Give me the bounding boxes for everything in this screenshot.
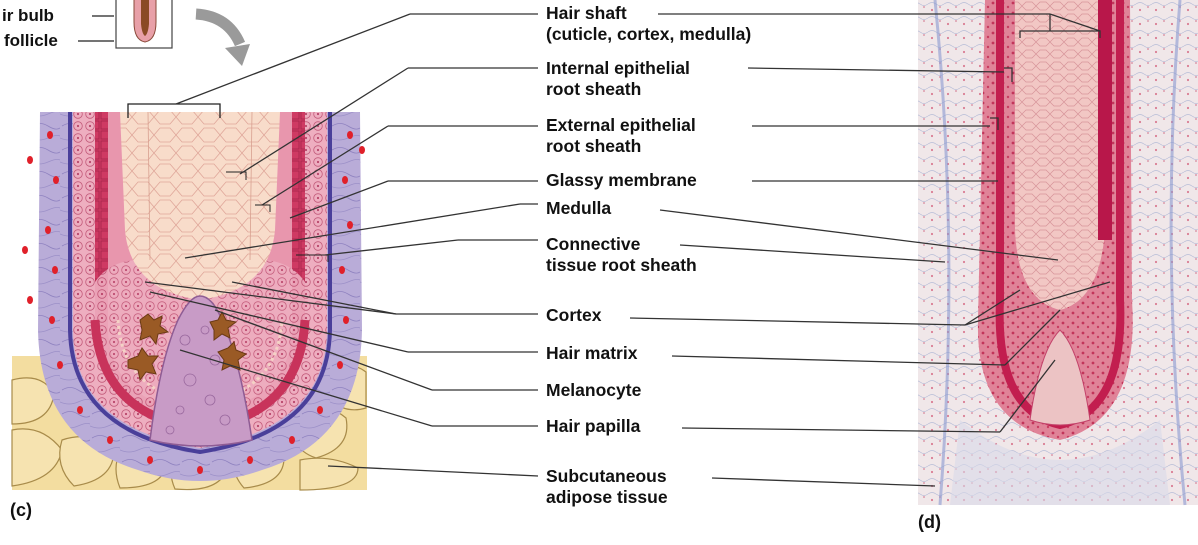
label-hair-shaft-line2: (cuticle, cortex, medulla) (546, 24, 751, 45)
label-cortex-line1: Cortex (546, 305, 601, 325)
label-melanocyte-line1: Melanocyte (546, 380, 641, 400)
label-internal-root-sheath: Internal epithelial root sheath (546, 58, 690, 100)
follicle-illustration (12, 104, 367, 490)
inset-follicle-thumbnail (78, 0, 172, 48)
label-hair-matrix-line1: Hair matrix (546, 343, 637, 363)
label-subcutaneous-adipose-tissue-line1: Subcutaneous (546, 466, 667, 486)
panel-label-c: (c) (10, 500, 32, 521)
inset-label-bulb: ir bulb (2, 6, 54, 26)
zoom-arrow-icon (196, 14, 250, 66)
label-connective-tissue-root-sheath-line1: Connective (546, 234, 640, 254)
label-hair-shaft: Hair shaft (cuticle, cortex, medulla) (546, 3, 751, 45)
label-subcutaneous-adipose-tissue: Subcutaneous adipose tissue (546, 466, 668, 508)
label-glassy-membrane: Glassy membrane (546, 170, 697, 191)
inset-label-follicle: follicle (4, 31, 58, 51)
micrograph-panel (918, 0, 1198, 505)
label-hair-papilla-line1: Hair papilla (546, 416, 640, 436)
label-cortex: Cortex (546, 305, 601, 326)
label-internal-root-sheath-line2: root sheath (546, 79, 690, 100)
label-hair-shaft-line1: Hair shaft (546, 3, 627, 23)
panel-label-d: (d) (918, 512, 941, 533)
label-external-root-sheath: External epithelial root sheath (546, 115, 696, 157)
label-external-root-sheath-line1: External epithelial (546, 115, 696, 135)
label-connective-tissue-root-sheath-line2: tissue root sheath (546, 255, 697, 276)
label-hair-papilla: Hair papilla (546, 416, 640, 437)
hair-shaft-core (120, 112, 280, 300)
label-medulla-line1: Medulla (546, 198, 611, 218)
label-external-root-sheath-line2: root sheath (546, 136, 696, 157)
label-hair-matrix: Hair matrix (546, 343, 637, 364)
label-connective-tissue-root-sheath: Connective tissue root sheath (546, 234, 697, 276)
label-glassy-membrane-line1: Glassy membrane (546, 170, 697, 190)
label-subcutaneous-adipose-tissue-line2: adipose tissue (546, 487, 668, 508)
label-medulla: Medulla (546, 198, 611, 219)
label-internal-root-sheath-line1: Internal epithelial (546, 58, 690, 78)
label-melanocyte: Melanocyte (546, 380, 641, 401)
